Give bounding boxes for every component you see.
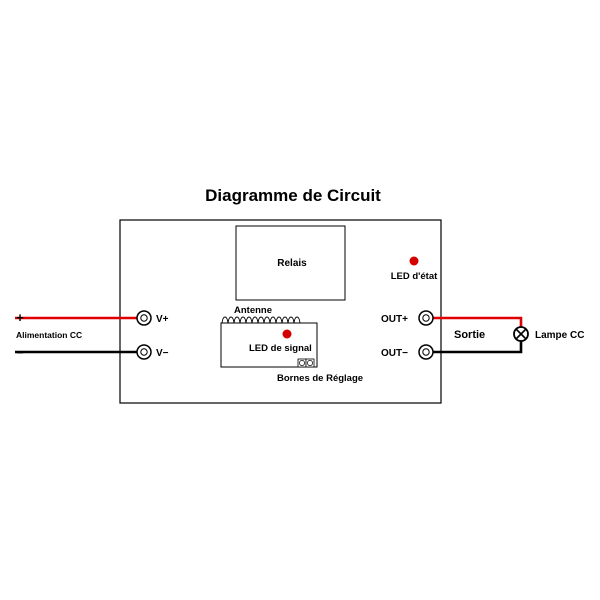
status-led-label: LED d'état [391, 271, 438, 282]
positive-output-wire [432, 316, 523, 327]
terminal-screw-head-icon [422, 314, 430, 322]
antenna-coil-icon [221, 316, 301, 324]
negative-output-wire [432, 341, 523, 354]
supply-plus-sign: + [16, 310, 24, 325]
signal-led-label: LED de signal [249, 343, 312, 354]
terminal-v-minus [136, 344, 152, 360]
status-led-icon [409, 256, 419, 266]
signal-led-icon [282, 329, 292, 339]
terminal-v-plus-label: V+ [156, 314, 169, 325]
relay-label: Relais [277, 258, 307, 269]
terminal-v-plus [136, 310, 152, 326]
supply-minus-sign: − [16, 345, 24, 360]
adjust-terminals-label: Bornes de Réglage [277, 373, 363, 384]
power-supply-label: Alimentation CC [16, 330, 82, 340]
output-label: Sortie [454, 329, 485, 341]
antenna-label: Antenne [234, 305, 272, 316]
adjust-terminal-screw-icon [299, 360, 305, 366]
terminal-v-minus-label: V− [156, 348, 169, 359]
terminal-screw-head-icon [140, 314, 148, 322]
terminal-out-minus [418, 344, 434, 360]
terminal-out-plus [418, 310, 434, 326]
adjust-terminal-screw-icon [307, 360, 313, 366]
lamp-icon [513, 326, 529, 342]
relay-box [235, 225, 346, 301]
terminal-out-plus-label: OUT+ [381, 314, 408, 325]
diagram-title: Diagramme de Circuit [205, 186, 381, 205]
lamp-label: Lampe CC [535, 330, 584, 341]
terminal-out-minus-label: OUT− [381, 348, 408, 359]
terminal-screw-head-icon [422, 348, 430, 356]
terminal-screw-head-icon [140, 348, 148, 356]
